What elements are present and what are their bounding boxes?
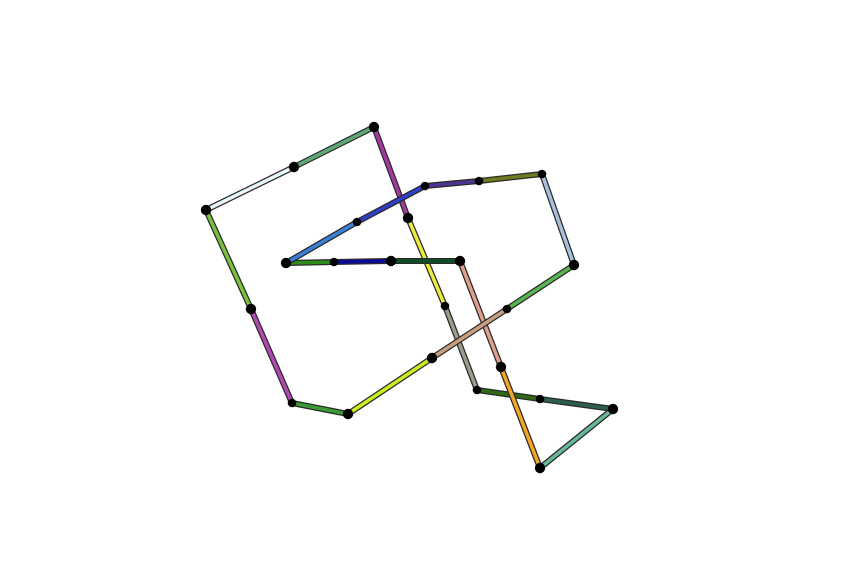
edge-n24-n1: [204, 208, 253, 311]
edge-n16-n17: [423, 179, 481, 188]
node-n23: [287, 398, 297, 408]
edge-n21-n22: [346, 356, 434, 416]
node-n8: [607, 403, 619, 415]
node-n22: [342, 408, 354, 420]
edge-n12-n13: [332, 259, 393, 264]
node-n5: [440, 301, 450, 311]
node-n21: [426, 352, 438, 364]
edge-n19-n20: [505, 263, 576, 311]
node-n18: [537, 169, 547, 179]
edge-n7-n8: [538, 397, 615, 411]
edge-n18-n19: [540, 172, 576, 267]
node-n19: [568, 259, 580, 271]
edge-n14-n15: [284, 220, 359, 265]
node-n15: [352, 217, 362, 227]
node-n1: [200, 204, 212, 216]
edge-n10-n11: [458, 259, 503, 369]
node-n11: [454, 255, 466, 267]
edge-n8-n9: [538, 407, 615, 470]
node-n24: [245, 303, 257, 315]
edge-n23-n24: [249, 307, 294, 405]
node-n7: [535, 394, 545, 404]
edge-n17-n18: [477, 172, 544, 183]
node-n4: [402, 212, 414, 224]
edge-n13-n14: [284, 260, 336, 265]
edge-n3-n4: [372, 125, 410, 220]
edge-n1-n2: [204, 165, 296, 212]
node-n3: [368, 121, 380, 133]
node-n9: [534, 462, 546, 474]
node-n2: [288, 161, 300, 173]
nodes-layer: [200, 121, 619, 474]
edge-n5-n6: [443, 304, 479, 392]
node-n10: [495, 361, 507, 373]
node-n20: [502, 304, 512, 314]
node-n17: [474, 176, 484, 186]
edge-n9-n10: [499, 365, 542, 470]
node-n13: [329, 257, 339, 267]
edge-n2-n3: [292, 125, 376, 169]
node-n12: [385, 255, 397, 267]
node-n14: [280, 257, 292, 269]
edges-layer: [203, 124, 616, 471]
edge-n20-n21: [430, 307, 509, 360]
edge-n15-n16: [355, 184, 427, 224]
edge-n22-n23: [290, 401, 350, 416]
node-n16: [420, 181, 430, 191]
node-n6: [472, 385, 482, 395]
